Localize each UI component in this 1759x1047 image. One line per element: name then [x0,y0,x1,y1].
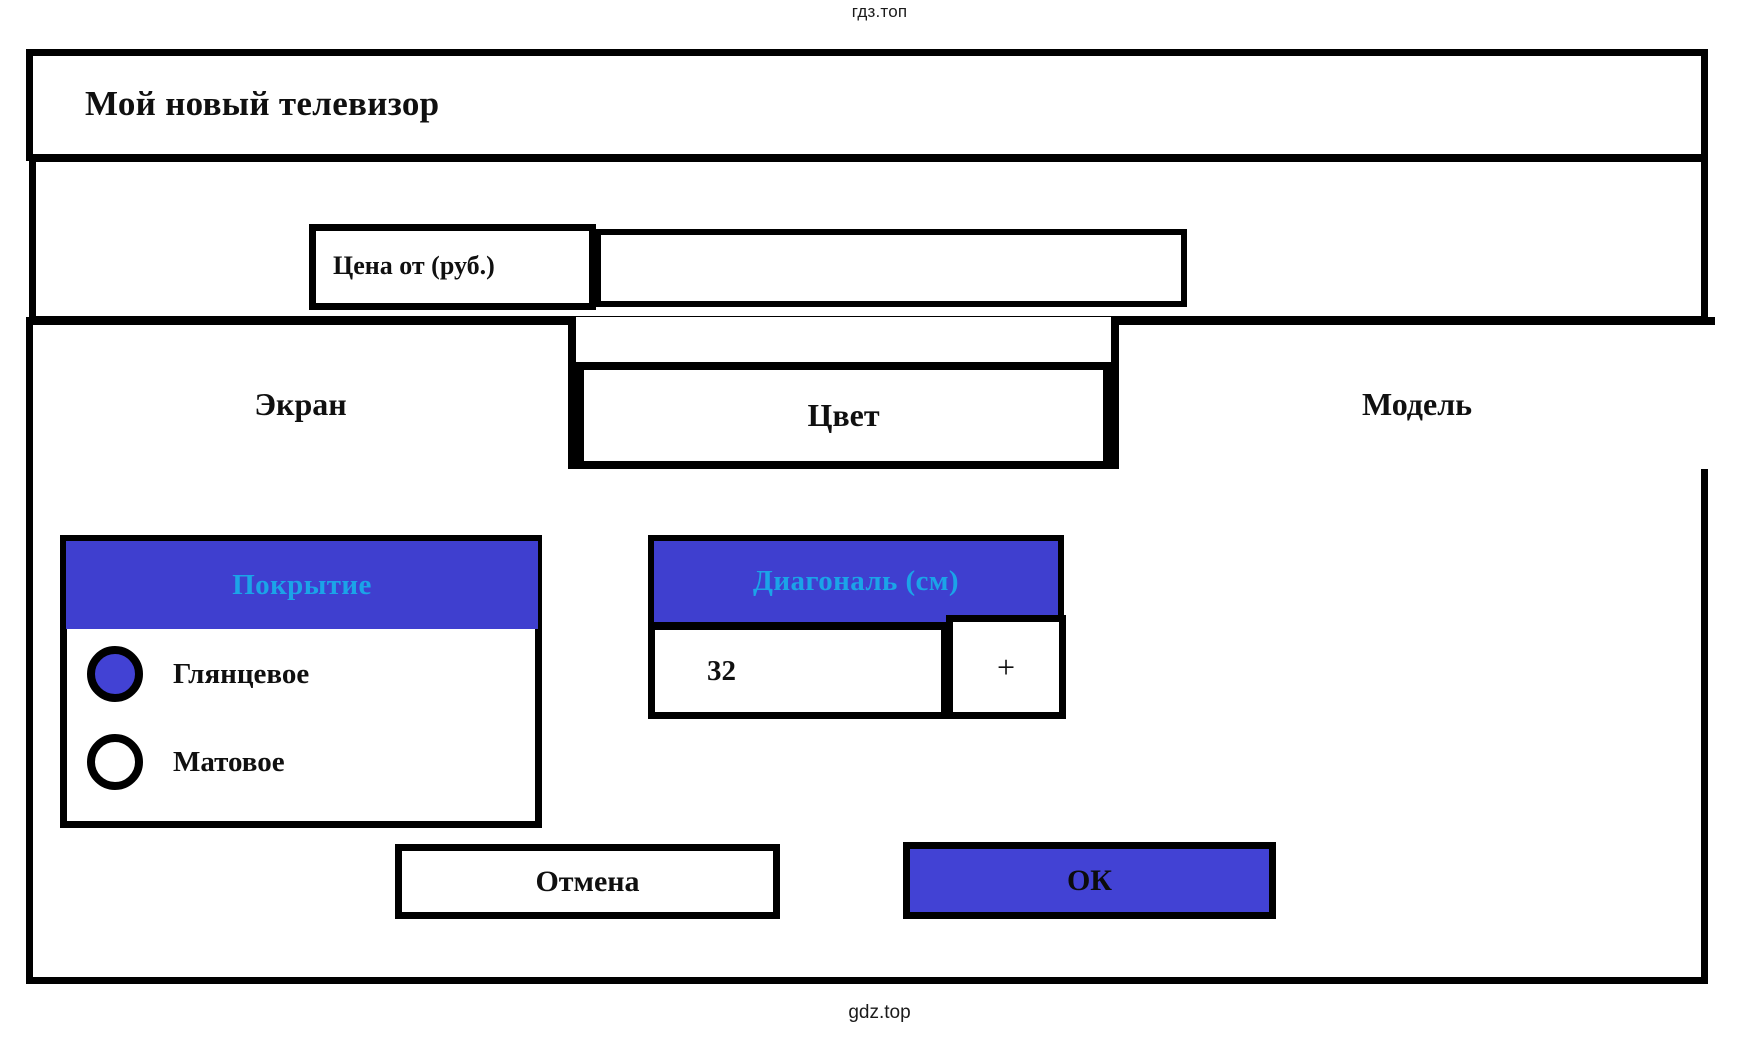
dialog-body: Экран Цвет Модель Покрытие Глянцевое Мат… [26,317,1715,984]
coating-group-header: Покрытие [66,541,538,629]
diagonal-group-header: Диагональ (см) [648,535,1064,628]
coating-group-header-label: Покрытие [232,568,372,601]
radio-label-matte: Матовое [173,745,285,778]
price-filter-panel: Цена от (руб.) [29,155,1708,323]
tab-model[interactable]: Модель [1111,317,1715,469]
price-label-text: Цена от (руб.) [333,251,495,280]
price-label-box: Цена от (руб.) [309,224,596,310]
page-title: Мой новый телевизор [85,84,440,123]
watermark-top: гдз.топ [851,2,908,21]
tv-configurator-dialog: Мой новый телевизор Цена от (руб.) Экран… [26,49,1715,984]
cancel-button[interactable]: Отмена [395,844,780,919]
dialog-titlebar: Мой новый телевизор [26,49,1708,161]
radio-option-matte[interactable]: Матовое [87,734,285,790]
radio-option-glossy[interactable]: Глянцевое [87,646,309,702]
tab-color[interactable]: Цвет [576,362,1111,469]
radio-icon-glossy[interactable] [87,646,143,702]
diagonal-increment-button[interactable]: + [946,615,1066,719]
watermark-bottom: gdz.top [848,1002,911,1023]
diagonal-value-field[interactable]: 32 [648,623,948,719]
diagonal-group-header-label: Диагональ (см) [753,565,959,597]
radio-label-glossy: Глянцевое [173,657,310,690]
radio-icon-matte[interactable] [87,734,143,790]
diagonal-group: Диагональ (см) 32 + [648,535,1068,735]
tabstrip: Экран Цвет Модель [33,317,1715,469]
ok-button[interactable]: ОК [903,842,1276,919]
tab-screen[interactable]: Экран [33,317,576,469]
coating-group: Покрытие Глянцевое Матовое [60,535,542,828]
price-input[interactable] [595,229,1187,307]
